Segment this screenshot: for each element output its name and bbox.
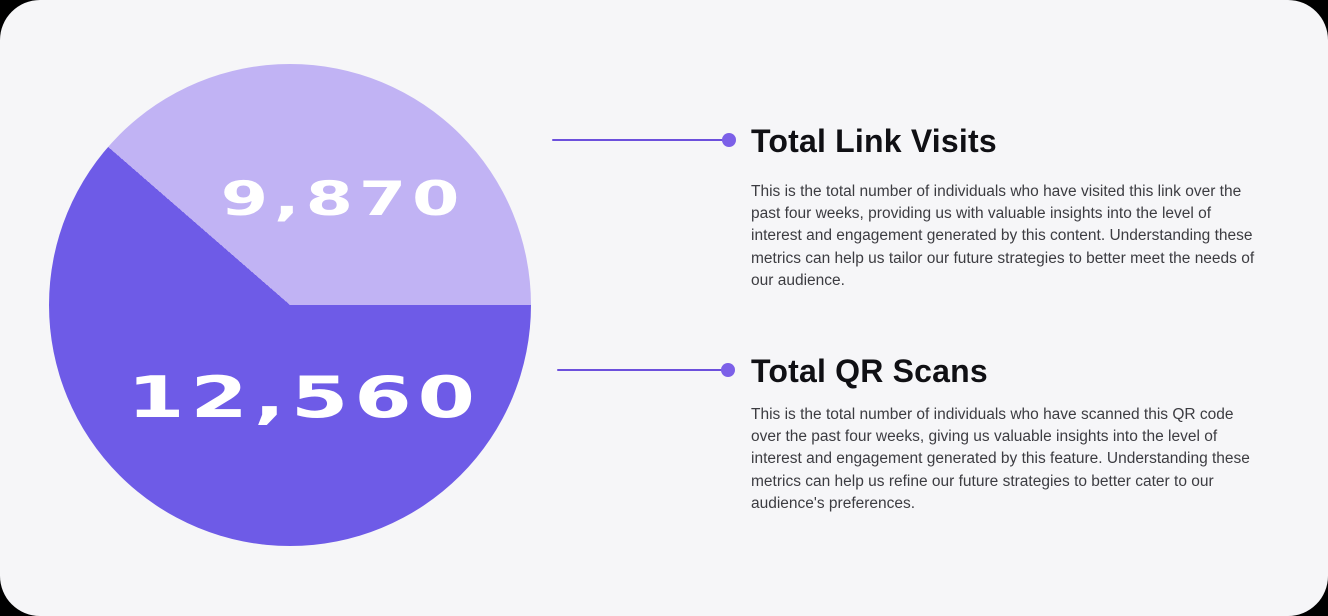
connector-line-qr-scans [557,369,724,371]
pie-slice-value-qr-scans: 12,560 [127,365,481,431]
pie-chart: 9,870 12,560 [49,64,531,546]
connector-line-link-visits [552,139,724,141]
connector-dot-icon [721,363,735,377]
connector-dot-icon [722,133,736,147]
section-title-qr-scans: Total QR Scans [751,353,988,389]
section-body-link-visits: This is the total number of individuals … [751,183,1255,289]
pie-slice-value-link-visits: 9,870 [220,172,466,227]
section-body-qr-scans: This is the total number of individuals … [751,406,1250,512]
section-title-link-visits: Total Link Visits [751,123,997,159]
